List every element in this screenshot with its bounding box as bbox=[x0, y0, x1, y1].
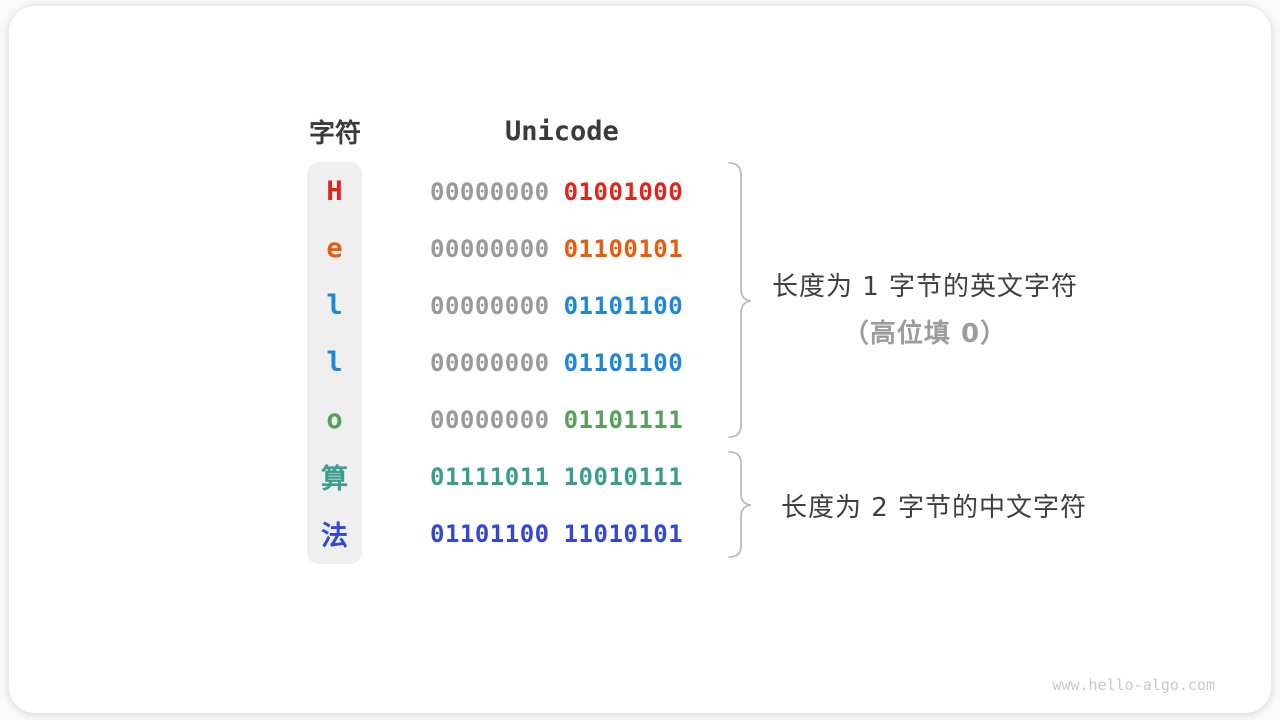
unicode-cell: 00000000 01001000 bbox=[430, 163, 683, 220]
column-headers: 字符 Unicode bbox=[0, 112, 1280, 150]
byte-low: 01101100 bbox=[563, 291, 684, 320]
table-row: e 00000000 01100101 bbox=[0, 220, 1280, 277]
unicode-cell: 00000000 01101111 bbox=[430, 391, 683, 448]
byte-low: 01101100 bbox=[563, 348, 684, 377]
character-cell: l bbox=[326, 290, 343, 321]
unicode-cell: 01101100 11010101 bbox=[430, 505, 683, 562]
watermark-url: www.hello-algo.com bbox=[1052, 676, 1215, 694]
byte-high: 00000000 bbox=[430, 291, 550, 320]
byte-low: 01001000 bbox=[563, 177, 684, 206]
byte-high: 01101100 bbox=[430, 519, 550, 548]
byte-high: 00000000 bbox=[430, 348, 550, 377]
byte-low: 01101111 bbox=[563, 405, 684, 434]
table-row: 法 01101100 11010101 bbox=[0, 505, 1280, 562]
unicode-column-header: Unicode bbox=[505, 115, 619, 147]
annotation-one-byte-line1: 长度为 1 字节的英文字符 bbox=[771, 272, 1079, 302]
table-row: l 00000000 01101100 bbox=[0, 277, 1280, 334]
annotation-one-byte: 长度为 1 字节的英文字符 （高位填 0） bbox=[760, 266, 1090, 350]
byte-low: 10010111 bbox=[563, 462, 684, 491]
annotation-one-byte-line2: （高位填 0） bbox=[842, 319, 1008, 349]
byte-high: 00000000 bbox=[430, 234, 550, 263]
character-cell: o bbox=[326, 404, 343, 435]
annotation-two-byte: 长度为 2 字节的中文字符 bbox=[780, 493, 1088, 523]
unicode-cell: 00000000 01101100 bbox=[430, 277, 683, 334]
unicode-cell: 00000000 01101100 bbox=[430, 334, 683, 391]
character-column-header: 字符 bbox=[308, 118, 361, 149]
table-row: 算 01111011 10010111 bbox=[0, 448, 1280, 505]
character-cell: l bbox=[326, 347, 343, 378]
byte-high: 01111011 bbox=[430, 462, 550, 491]
table-row: H 00000000 01001000 bbox=[0, 163, 1280, 220]
character-cell: 算 bbox=[321, 464, 348, 495]
byte-low: 01100101 bbox=[563, 234, 684, 263]
byte-low: 11010101 bbox=[563, 519, 684, 548]
byte-high: 00000000 bbox=[430, 177, 550, 206]
diagram-card bbox=[9, 6, 1271, 713]
table-row: o 00000000 01101111 bbox=[0, 391, 1280, 448]
byte-high: 00000000 bbox=[430, 405, 550, 434]
unicode-cell: 01111011 10010111 bbox=[430, 448, 683, 505]
unicode-cell: 00000000 01100101 bbox=[430, 220, 683, 277]
character-column-background bbox=[307, 162, 362, 564]
character-cell: H bbox=[326, 176, 343, 207]
character-cell: e bbox=[326, 233, 343, 264]
table-row: l 00000000 01101100 bbox=[0, 334, 1280, 391]
character-cell: 法 bbox=[321, 521, 348, 552]
